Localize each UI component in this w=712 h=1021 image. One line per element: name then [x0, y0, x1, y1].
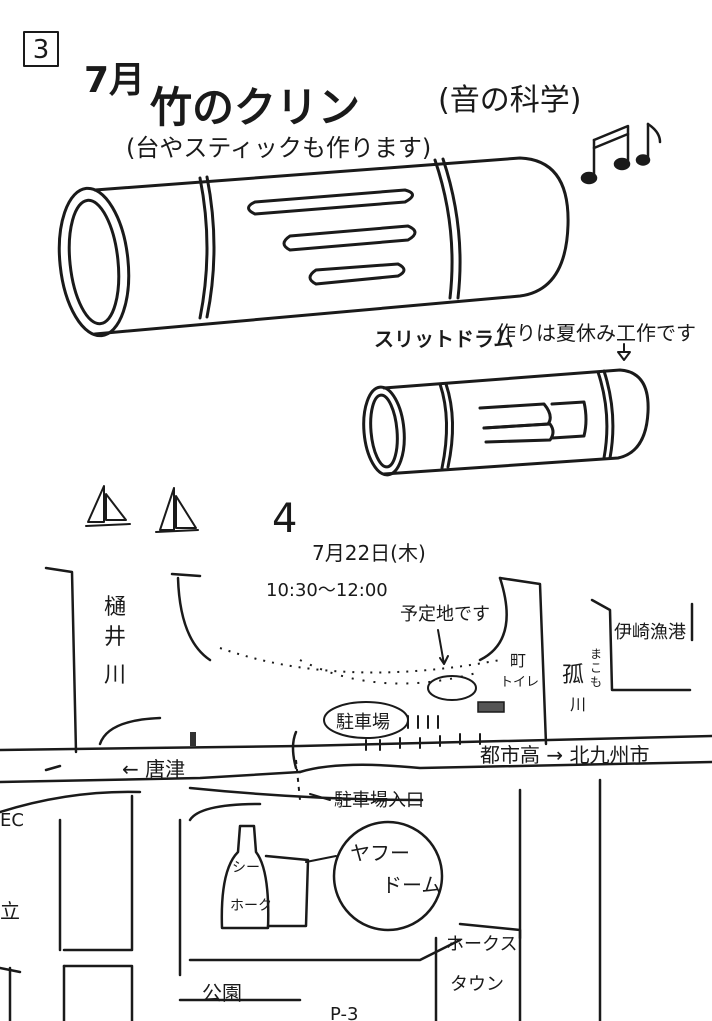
map-coastline [44, 566, 694, 754]
river-right-label: 川 [570, 695, 586, 714]
section-number-box [23, 31, 59, 67]
hawks-town-label: ホークス [446, 934, 517, 955]
river-right-small: も [590, 675, 602, 689]
map-roads [0, 716, 712, 1021]
slit-drum-note: 作りは夏休み工作です [496, 321, 696, 345]
karatsu-label: ← 唐津 [122, 757, 185, 781]
river-left-label: 井 [104, 625, 126, 650]
river-left-label: 川 [104, 663, 126, 688]
sea-hawk-label: ホーク [230, 898, 272, 914]
large-bamboo-drum-illustration [57, 156, 570, 338]
planned-site-marker [427, 675, 477, 701]
beach-dots [299, 659, 481, 685]
planned-site-label: 予定地です [400, 604, 490, 625]
parking-entrance-arrow [309, 793, 331, 801]
beach-dots [219, 647, 501, 674]
yahoo-dome-label: ドーム [382, 873, 441, 897]
sea-hawk-building [220, 824, 310, 930]
month-label: 7月 [84, 60, 145, 101]
town-marker: 町 [510, 651, 526, 670]
section-number: 3 [33, 35, 50, 65]
yahoo-dome-circle [332, 820, 444, 932]
down-arrow-icon [617, 343, 631, 361]
planned-site-pointer [437, 629, 449, 665]
music-notes-icon [580, 122, 662, 185]
subtitle: (台やスティックも作ります) [126, 134, 431, 162]
slit-drum-label: スリットドラム [374, 327, 513, 351]
toilet-icon [477, 701, 505, 713]
event-number: 4 [272, 496, 297, 542]
edge-char-label: 立 [0, 899, 20, 923]
bridge-marker [190, 732, 196, 746]
highway-label: 都市高 → 北九州市 [480, 743, 649, 767]
sea-hawk-connector [305, 855, 337, 863]
event-time: 10:30〜12:00 [266, 580, 388, 601]
sailboat-icon [85, 485, 131, 527]
sea-hawk-label: シー [232, 860, 260, 876]
event-date: 7月22日(木) [312, 541, 426, 565]
harbor-label: 伊崎漁港 [614, 622, 686, 643]
title: 竹のクリン [150, 83, 360, 132]
hawks-town-label: タウン [450, 974, 504, 995]
yahoo-dome-label: ヤフー [350, 841, 410, 865]
park-label: 公園 [202, 981, 242, 1005]
hawks-town-block [434, 922, 522, 1021]
parking-label: 駐車場 [336, 712, 390, 733]
river-left-label: 樋 [104, 595, 126, 620]
science-label: (音の科学) [438, 83, 581, 118]
ec-label: EC [0, 810, 24, 831]
p3-label: P-3 [330, 1004, 358, 1021]
river-right-label: 孤 [562, 663, 584, 688]
river-right-small: こ [590, 661, 602, 675]
sailboat-icon [155, 487, 199, 533]
toilet-label: トイレ [500, 675, 539, 690]
parking-entrance-path [295, 759, 301, 801]
small-slit-drum-illustration [362, 368, 650, 477]
river-right-small: ま [590, 647, 602, 661]
parking-entrance-label: 駐車場入口 [334, 790, 424, 811]
